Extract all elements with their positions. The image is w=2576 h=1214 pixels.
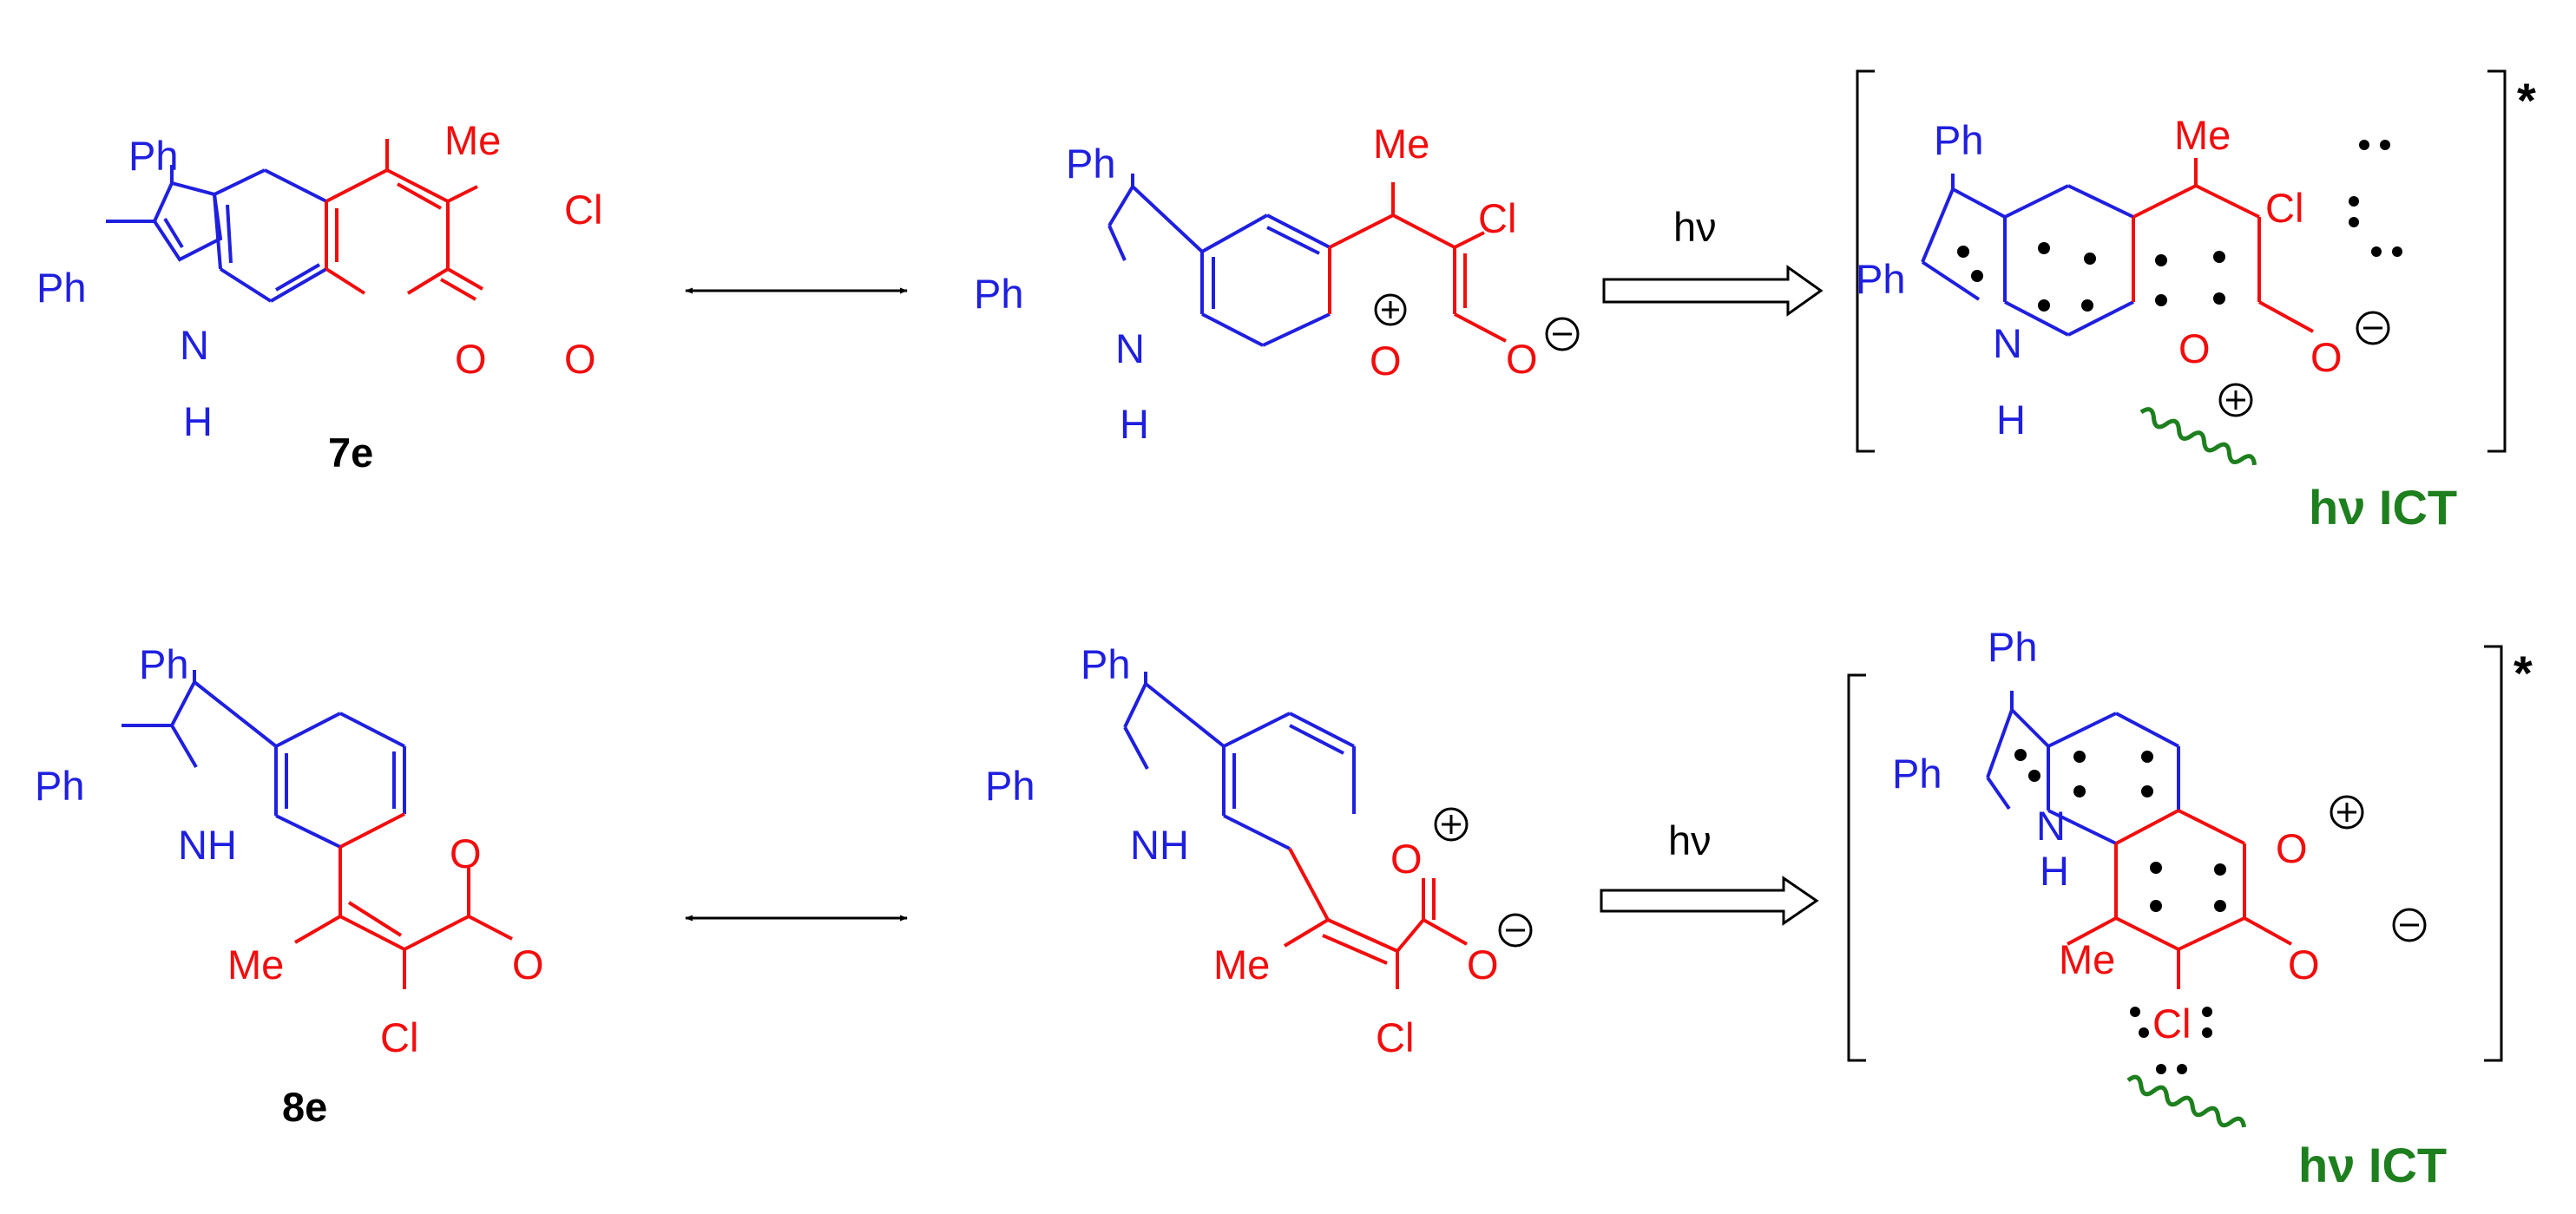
compound-label-8e: 8e	[282, 1084, 327, 1130]
structure-7e-excited-labels: Ph Ph N H Me Cl O O	[1856, 112, 2343, 443]
wavy-emission-arrow	[2126, 1074, 2246, 1128]
minus-charge-circle	[2392, 908, 2427, 942]
compound-label-7e: 7e	[328, 430, 373, 476]
ict-label: hν ICT	[2309, 480, 2457, 535]
atom-o: O	[450, 830, 482, 876]
atom-o: O	[564, 336, 596, 382]
excited-state-marker: *	[2514, 646, 2533, 700]
electron-dots	[2014, 749, 2226, 1074]
atom-me: Me	[227, 942, 284, 988]
minus-charge-circle	[1498, 913, 1533, 948]
atom-n: N	[180, 322, 209, 368]
structure-7e-labels: Ph Ph N H Me Cl O O 7e	[36, 117, 602, 476]
photoexcitation-arrow	[1600, 876, 1819, 926]
excited-state-marker: *	[2517, 73, 2536, 128]
atom-h: H	[2040, 848, 2069, 894]
atom-nh: NH	[1130, 822, 1189, 868]
atom-ph: Ph	[1066, 141, 1116, 187]
atom-o: O	[1467, 942, 1499, 988]
photoexcitation-arrow	[1602, 265, 1824, 317]
atom-o: O	[2178, 325, 2211, 371]
atom-n: N	[2036, 803, 2066, 849]
atom-me: Me	[2059, 936, 2115, 982]
wavy-emission-arrow	[2139, 407, 2257, 466]
excited-state-bracket	[1856, 69, 2507, 453]
atom-o: O	[2310, 334, 2343, 380]
atom-o: O	[455, 336, 487, 382]
atom-o: O	[1390, 836, 1423, 882]
atom-cl: Cl	[1478, 195, 1516, 241]
atom-h: H	[187, 861, 217, 907]
structure-7e-zwitterion	[1107, 174, 1507, 347]
atom-me: Me	[1373, 121, 1429, 167]
plus-charge-circle	[1374, 293, 1407, 326]
structure-8e-labels: Ph Ph NH H O O Me Cl 8e	[35, 641, 544, 1130]
hv-label: hν	[1673, 204, 1717, 250]
atom-cl: Cl	[564, 187, 602, 233]
atom-ph: Ph	[1988, 624, 2038, 670]
atom-o: O	[1506, 336, 1538, 382]
atom-nh: NH	[178, 822, 237, 868]
atom-ph: Ph	[1856, 256, 1906, 302]
structure-8e-excited-labels: Ph Ph N H O O Me Cl	[1892, 624, 2320, 1047]
ict-label: hν ICT	[2298, 1138, 2447, 1192]
atom-ph: Ph	[974, 271, 1024, 317]
atom-n: N	[1115, 325, 1145, 371]
atom-cl: Cl	[2265, 185, 2303, 231]
atom-n: N	[1993, 320, 2022, 366]
atom-o: O	[2276, 825, 2308, 871]
structure-8e-zwitterion	[1123, 672, 1468, 989]
minus-charge-circle	[1545, 317, 1580, 351]
atom-ph: Ph	[985, 763, 1035, 809]
atom-o: O	[512, 942, 544, 988]
atom-me: Me	[1213, 942, 1270, 988]
atom-h: H	[183, 398, 213, 444]
hv-label: hν	[1668, 817, 1712, 863]
electron-dots	[1957, 140, 2402, 312]
excited-state-bracket	[1847, 645, 2503, 1062]
atom-h: H	[1120, 401, 1149, 447]
atom-cl: Cl	[2152, 1001, 2191, 1047]
atom-me: Me	[2174, 112, 2231, 158]
atom-me: Me	[444, 117, 501, 163]
atom-o: O	[1370, 338, 1402, 384]
atom-ph: Ph	[1081, 641, 1131, 687]
structure-7e	[106, 139, 483, 303]
atom-ph: Ph	[1892, 751, 1942, 797]
atom-h: H	[1996, 397, 2026, 443]
structure-8e-zwitterion-labels: Ph Ph NH O O Me Cl	[985, 641, 1499, 1060]
structure-8e	[122, 670, 513, 989]
atom-ph: Ph	[36, 265, 87, 311]
structure-7e-excited	[1921, 158, 2314, 337]
atom-o: O	[2288, 942, 2320, 988]
plus-charge-circle	[2218, 383, 2253, 417]
atom-ph: Ph	[128, 133, 179, 179]
plus-charge-circle	[1434, 807, 1469, 842]
atom-ph: Ph	[35, 763, 85, 809]
atom-cl: Cl	[380, 1014, 418, 1060]
structure-8e-excited	[1986, 691, 2292, 989]
atom-ph: Ph	[139, 641, 189, 687]
atom-ph: Ph	[1934, 117, 1984, 163]
structure-7e-zwitterion-labels: Ph Ph N H Me Cl O O	[974, 121, 1538, 447]
atom-cl: Cl	[1376, 1014, 1414, 1060]
plus-charge-circle	[2330, 795, 2364, 830]
minus-charge-circle	[2356, 311, 2390, 345]
